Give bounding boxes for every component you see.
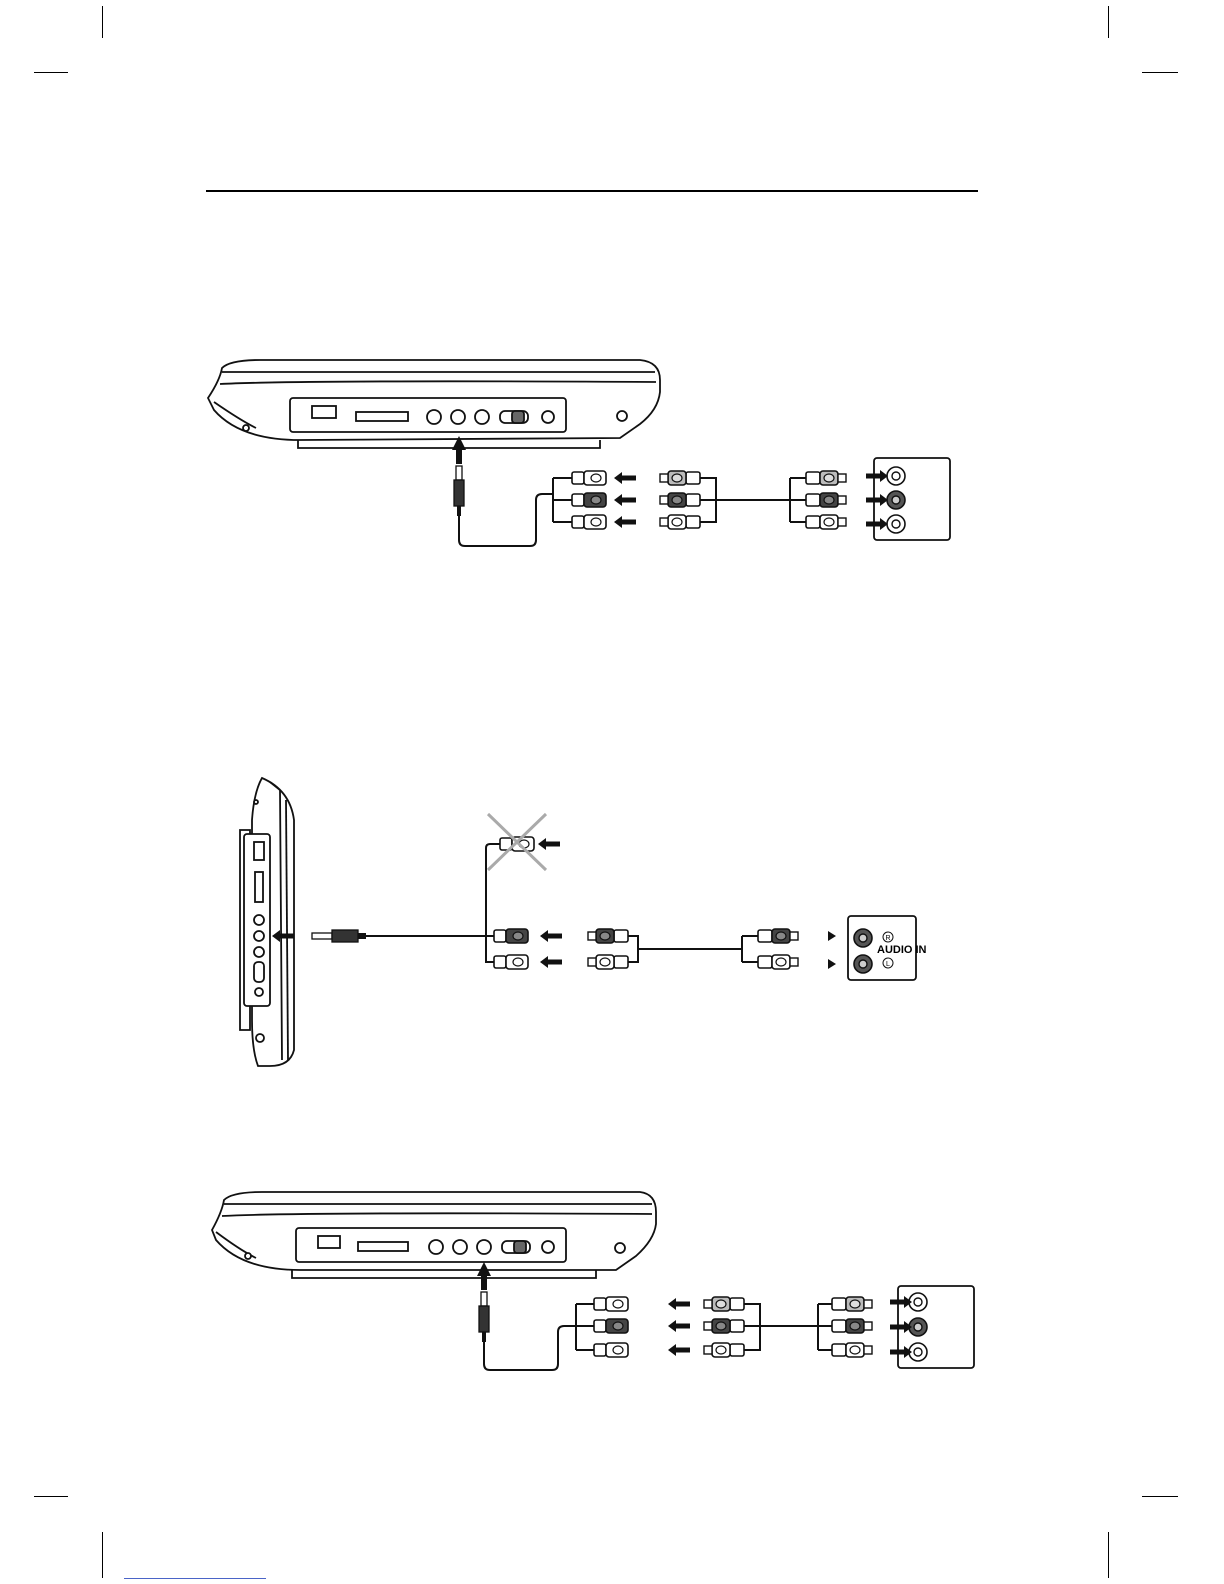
diagram-top xyxy=(208,360,950,546)
right-marker: R xyxy=(885,935,890,942)
diagram-bottom xyxy=(212,1192,974,1370)
dvd-player-edge xyxy=(240,778,294,1066)
socket-yellow xyxy=(572,515,606,529)
cross-out-icon xyxy=(488,814,546,870)
socket-white xyxy=(572,471,606,485)
audio-in-label: AUDIO IN xyxy=(877,944,927,956)
diagram-audio: R L AUDIO IN xyxy=(240,778,927,1066)
dvd-player-side xyxy=(208,360,660,448)
socket-red xyxy=(572,493,606,507)
left-marker: L xyxy=(886,961,890,968)
dvd-player-side-2 xyxy=(212,1192,656,1278)
